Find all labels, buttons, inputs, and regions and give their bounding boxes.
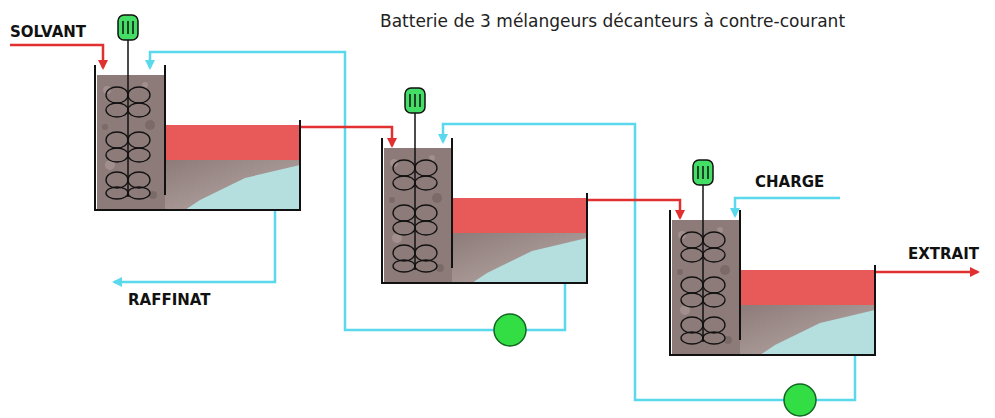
stream-label: CHARGE xyxy=(755,174,824,191)
stream-label: RAFFINAT xyxy=(128,292,210,309)
stream-label: EXTRAIT xyxy=(908,246,979,263)
pumps xyxy=(494,314,816,416)
mixer-settler-tanks xyxy=(95,15,875,355)
stream-label: SOLVANT xyxy=(10,24,86,41)
diagram-title: Batterie de 3 mélangeurs décanteurs à co… xyxy=(380,12,845,32)
